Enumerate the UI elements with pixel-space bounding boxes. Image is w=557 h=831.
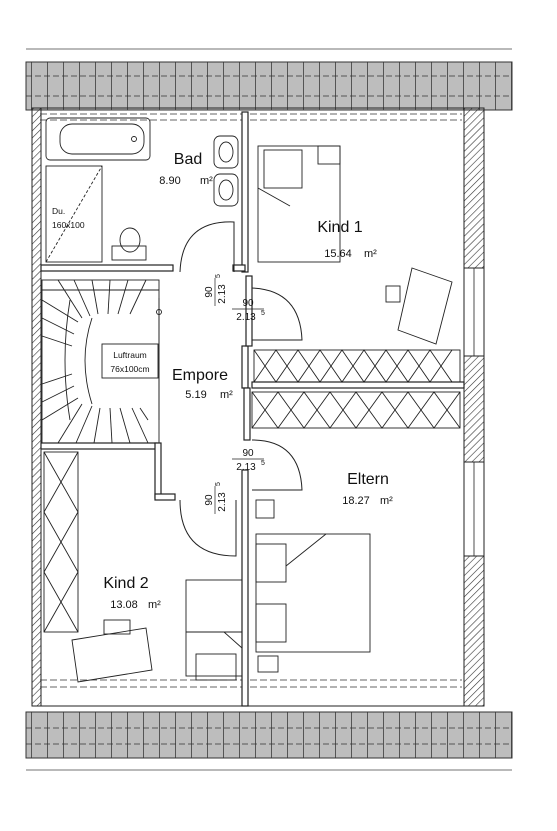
room-name-empore: Empore (172, 367, 228, 384)
door-label-bad: 90 2.13 5 (204, 274, 228, 306)
svg-text:90: 90 (242, 448, 254, 459)
svg-text:5: 5 (215, 274, 222, 278)
kind1-furniture (257, 145, 453, 345)
room-unit-empore: m² (220, 389, 233, 401)
door-label-eltern: 90 2.13 5 (232, 448, 265, 473)
exterior-walls (31, 107, 485, 707)
room-area-kind2: 13.08 (110, 599, 138, 611)
luftraum-size: 76x100cm (110, 364, 149, 374)
room-unit-kind2: m² (148, 599, 161, 611)
svg-text:5: 5 (261, 310, 265, 317)
room-name-bad: Bad (174, 151, 202, 168)
room-area-bad: 8.90 (159, 175, 180, 187)
door-label-kind1: 90 2.13 5 (232, 298, 265, 323)
room-name-kind1: Kind 1 (317, 219, 362, 236)
svg-text:2.13: 2.13 (236, 312, 256, 323)
room-name-kind2: Kind 2 (103, 575, 148, 592)
shower-size: 160x100 (52, 220, 85, 230)
shower-label: Du. (52, 206, 65, 216)
roof-eave-top (25, 48, 513, 111)
svg-text:2.13: 2.13 (217, 284, 228, 304)
kneewall-lines (40, 113, 462, 688)
eltern-furniture (255, 499, 371, 673)
room-area-eltern: 18.27 (342, 495, 370, 507)
svg-text:90: 90 (204, 494, 215, 506)
room-unit-bad: m² (200, 175, 213, 187)
door-label-kind2: 90 2.13 5 (204, 482, 228, 514)
roof-eave-bottom (25, 711, 513, 771)
room-unit-eltern: m² (380, 495, 393, 507)
room-unit-kind1: m² (364, 248, 377, 260)
bath-fixtures (45, 117, 239, 263)
room-area-kind1: 15.64 (324, 248, 352, 260)
luftraum-label: Luftraum (113, 350, 147, 360)
staircase (41, 279, 162, 444)
luftraum-box: Luftraum 76x100cm (101, 343, 159, 379)
kind2-furniture (71, 579, 243, 683)
svg-text:90: 90 (204, 286, 215, 298)
room-name-eltern: Eltern (347, 471, 389, 488)
svg-text:5: 5 (215, 482, 222, 486)
interior-walls (40, 111, 465, 707)
svg-text:90: 90 (242, 298, 254, 309)
door-arcs (179, 221, 303, 557)
cupboards (43, 349, 461, 633)
room-area-empore: 5.19 (185, 389, 206, 401)
svg-text:5: 5 (261, 460, 265, 467)
svg-text:2.13: 2.13 (236, 462, 256, 473)
svg-text:2.13: 2.13 (217, 492, 228, 512)
